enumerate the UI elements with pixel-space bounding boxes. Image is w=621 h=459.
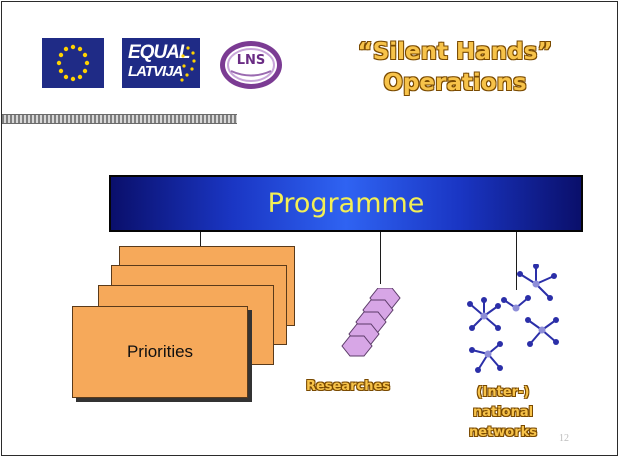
slide-title: “Silent Hands” Operations: [330, 37, 580, 99]
title-line-2: Operations: [383, 70, 527, 96]
networks-label-line-2: national: [472, 405, 534, 420]
equal-latvija-logo: EQUAL LATVIJA: [122, 38, 200, 88]
latvija-logo-text: LATVIJA: [128, 63, 183, 80]
priorities-label: Priorities: [126, 342, 194, 361]
connector-researches: [380, 232, 381, 284]
logo-stars-icon: [180, 46, 196, 82]
programme-bar: Programme: [109, 175, 583, 232]
priority-card-front: Priorities: [72, 306, 248, 398]
connector-networks: [516, 232, 517, 290]
equal-logo-text: EQUAL: [128, 42, 190, 63]
networks-label: (Inter-) national networks: [448, 383, 558, 443]
network-molecule-icon: [458, 263, 564, 380]
lns-logo-text: LNS: [236, 53, 266, 68]
eu-flag-icon: [42, 38, 104, 88]
networks-label-line-3: networks: [468, 425, 538, 440]
decorative-strip: [2, 114, 237, 124]
lns-logo: LNS: [217, 38, 285, 92]
researches-label: Researches: [305, 379, 391, 394]
title-line-1: “Silent Hands”: [357, 39, 553, 65]
page-number: 12: [559, 433, 569, 444]
programme-label: Programme: [267, 188, 425, 219]
networks-label-line-1: (Inter-): [476, 385, 530, 400]
research-stack-icon: [340, 287, 406, 366]
